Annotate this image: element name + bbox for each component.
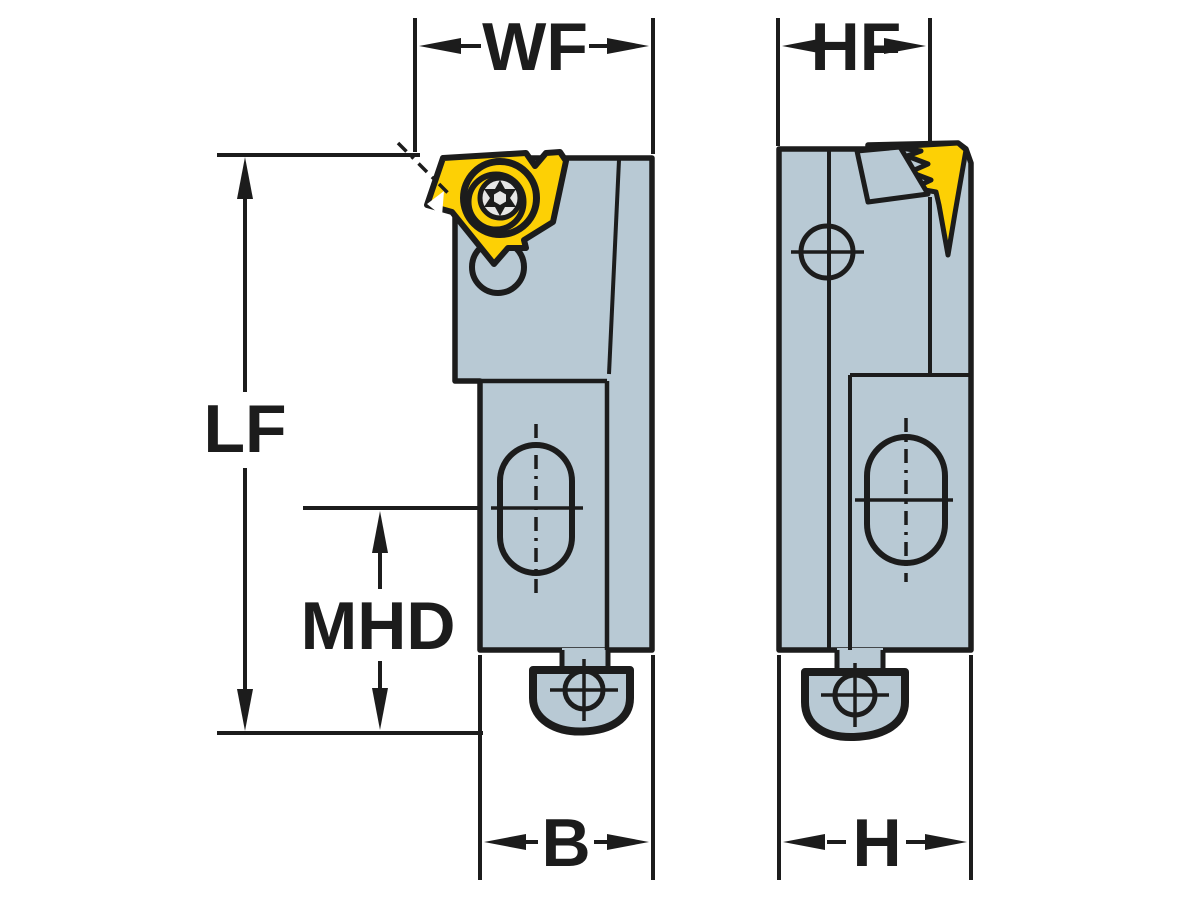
clamp-side bbox=[854, 144, 931, 205]
dimension-h bbox=[777, 655, 973, 880]
dimension-wf bbox=[413, 18, 655, 154]
arrow-right-icon bbox=[607, 38, 649, 54]
dimension-mhd bbox=[303, 506, 481, 730]
tip-centerline-icon bbox=[396, 141, 452, 197]
head-edge-line bbox=[607, 159, 621, 375]
arrow-left-icon bbox=[782, 38, 824, 54]
side-view bbox=[776, 140, 974, 742]
arrow-up-icon bbox=[372, 511, 388, 553]
cutting-tip bbox=[427, 191, 444, 216]
torx-screw-icon bbox=[460, 158, 540, 238]
dimension-label-lf: LF bbox=[203, 391, 286, 467]
dimension-label-h: H bbox=[852, 805, 901, 881]
arrow-down-icon bbox=[237, 689, 253, 731]
clamp-screw-crosshair-side bbox=[821, 663, 889, 727]
arrow-down-icon bbox=[372, 688, 388, 730]
clamp-screw-head-front bbox=[529, 666, 634, 736]
dimension-label-wf: WF bbox=[482, 9, 588, 85]
dimension-label-mhd: MHD bbox=[301, 588, 456, 664]
dimension-hf bbox=[776, 18, 932, 146]
arrow-right-icon bbox=[607, 834, 649, 850]
arrow-up-icon bbox=[237, 157, 253, 199]
arrow-right-icon bbox=[884, 38, 926, 54]
dimension-lf bbox=[217, 153, 483, 735]
arrow-right-icon bbox=[925, 834, 967, 850]
front-view bbox=[396, 141, 655, 736]
clamp-screw-crosshair-front bbox=[550, 659, 618, 721]
dimension-labels: WF HF LF MHD B H bbox=[203, 9, 901, 881]
arrow-left-icon bbox=[783, 834, 825, 850]
dimension-label-b: B bbox=[541, 805, 590, 881]
dimension-label-hf: HF bbox=[811, 9, 902, 85]
clamp-screw-neck-lines-front bbox=[559, 650, 611, 671]
dimension-graphics bbox=[217, 18, 973, 880]
arrow-left-icon bbox=[419, 38, 461, 54]
arrow-left-icon bbox=[484, 834, 526, 850]
clamp-screw-neck-lines-side bbox=[834, 650, 886, 672]
dimension-b bbox=[478, 655, 655, 880]
